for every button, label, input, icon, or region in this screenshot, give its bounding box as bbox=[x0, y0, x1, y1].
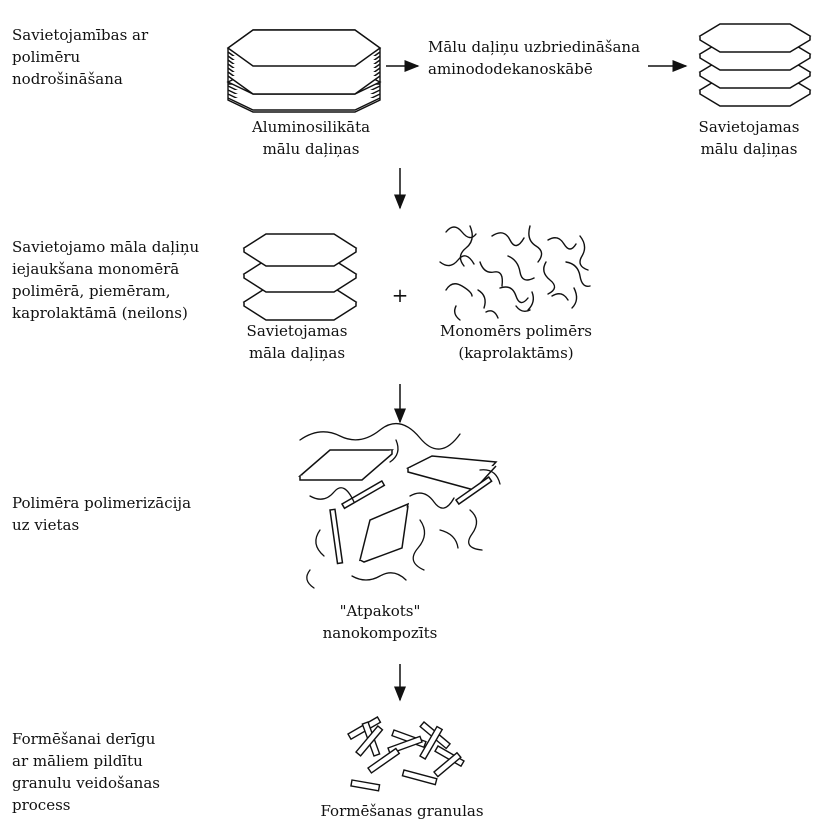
aluminosilicate-label: Aluminosilikāta mālu daļiņas bbox=[251, 118, 371, 158]
nanocomposite-label: "Atpakots" nanokompozīts bbox=[322, 602, 438, 642]
step-3-description: Polimēra polimerizācija uz vietas bbox=[12, 494, 192, 534]
pellets-label: Formēšanas granulas bbox=[320, 802, 484, 820]
step-2-description: Savietojamo māla daļiņu iejaukšana monom… bbox=[12, 238, 200, 322]
step-4-description: Formēšanai derīgu ar māliem pildītu gran… bbox=[12, 730, 160, 814]
plus-sign: + bbox=[391, 283, 409, 307]
monomer-chains bbox=[439, 225, 591, 321]
polymer-chains bbox=[299, 422, 501, 589]
monomer-label: Monomērs polimērs (kaprolaktāms) bbox=[439, 322, 592, 362]
compatible-clay-mid-label: Savietojamas māla daļiņas bbox=[246, 322, 348, 362]
step-1-description: Savietojamības ar polimēru nodrošināšana bbox=[12, 26, 149, 88]
nanocomposite-structure bbox=[297, 449, 498, 565]
compatible-clay-top-label: Savietojamas mālu daļiņas bbox=[698, 118, 800, 158]
pellets bbox=[347, 716, 465, 792]
compatible-clay-top-stack bbox=[698, 23, 812, 107]
compatible-clay-mid-stack bbox=[242, 233, 358, 321]
aluminosilicate-stack bbox=[226, 29, 382, 113]
swelling-step-label: Mālu daļiņu uzbriedināšana aminododekano… bbox=[428, 38, 641, 78]
